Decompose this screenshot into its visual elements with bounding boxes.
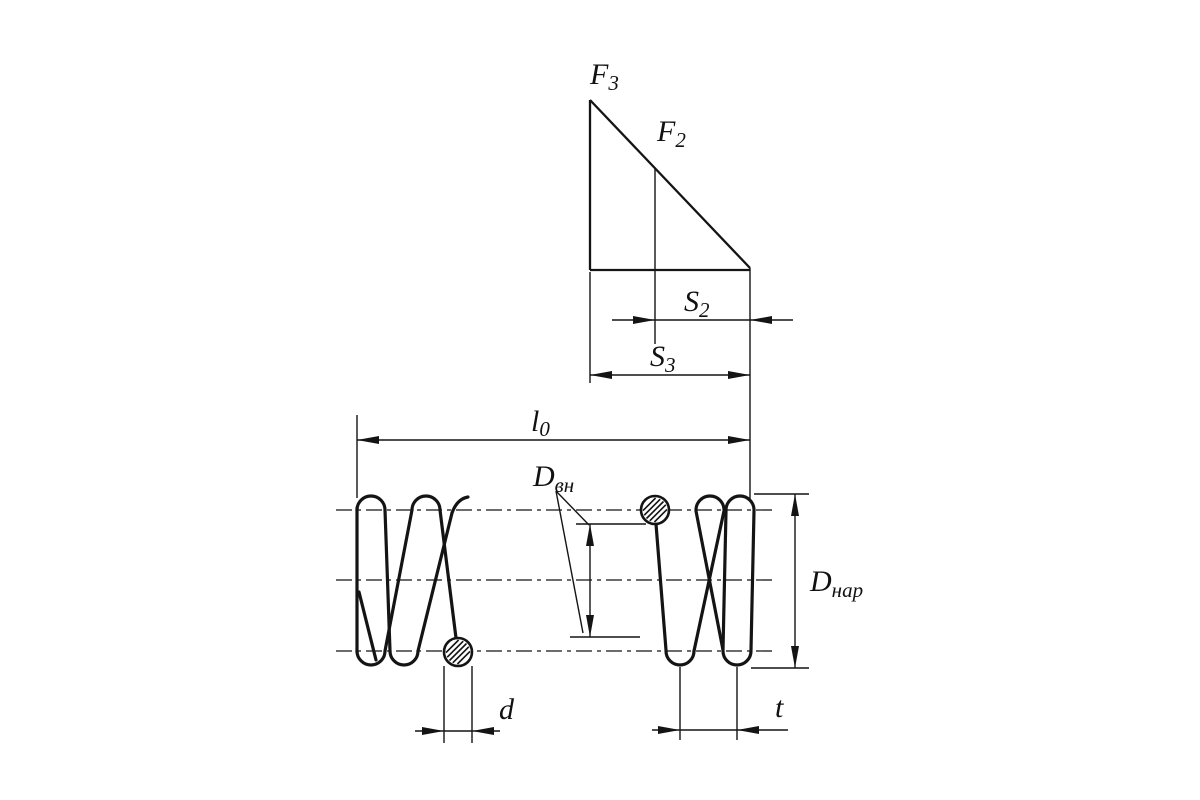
center-lines: [336, 509, 774, 652]
dimension-d-outer: [751, 493, 809, 669]
wire-cross-section-top: [639, 494, 671, 526]
arrowhead: [357, 436, 379, 444]
arrowhead: [737, 726, 759, 734]
arrowhead: [728, 371, 750, 379]
force-deflection-diagram: [588, 99, 751, 500]
hatch-lines: [642, 497, 668, 523]
arrowhead: [590, 371, 612, 379]
spring-right-section: [654, 494, 756, 667]
arrowhead: [422, 727, 444, 735]
dimension-s2: [612, 316, 793, 324]
label-d-inner: Dвн: [532, 460, 574, 497]
arrowhead: [472, 727, 494, 735]
dimension-l0: [356, 415, 750, 498]
dimension-s3: [590, 371, 750, 379]
label-l0: l0: [531, 405, 550, 441]
arrowhead: [791, 494, 799, 516]
arrowhead: [586, 524, 594, 546]
label-f3: F3: [589, 58, 619, 95]
wire-cross-section-bottom: [442, 636, 474, 668]
dimension-d-inner: [555, 490, 646, 638]
label-d-outer: Dнар: [809, 565, 863, 602]
label-wire-d: d: [499, 693, 515, 726]
label-f2: F2: [656, 115, 686, 152]
arrowhead: [586, 615, 594, 637]
arrowhead: [750, 316, 772, 324]
label-pitch-t: t: [775, 691, 784, 724]
label-s2: S2: [684, 285, 710, 322]
arrowhead: [791, 646, 799, 668]
hatch-lines: [445, 639, 471, 665]
spring-left-section: [355, 494, 470, 667]
label-s3: S3: [650, 340, 676, 377]
dimension-wire-d: [415, 666, 500, 743]
arrowhead: [633, 316, 655, 324]
dimension-pitch-t: [652, 667, 788, 740]
arrowhead: [658, 726, 680, 734]
arrowhead: [728, 436, 750, 444]
